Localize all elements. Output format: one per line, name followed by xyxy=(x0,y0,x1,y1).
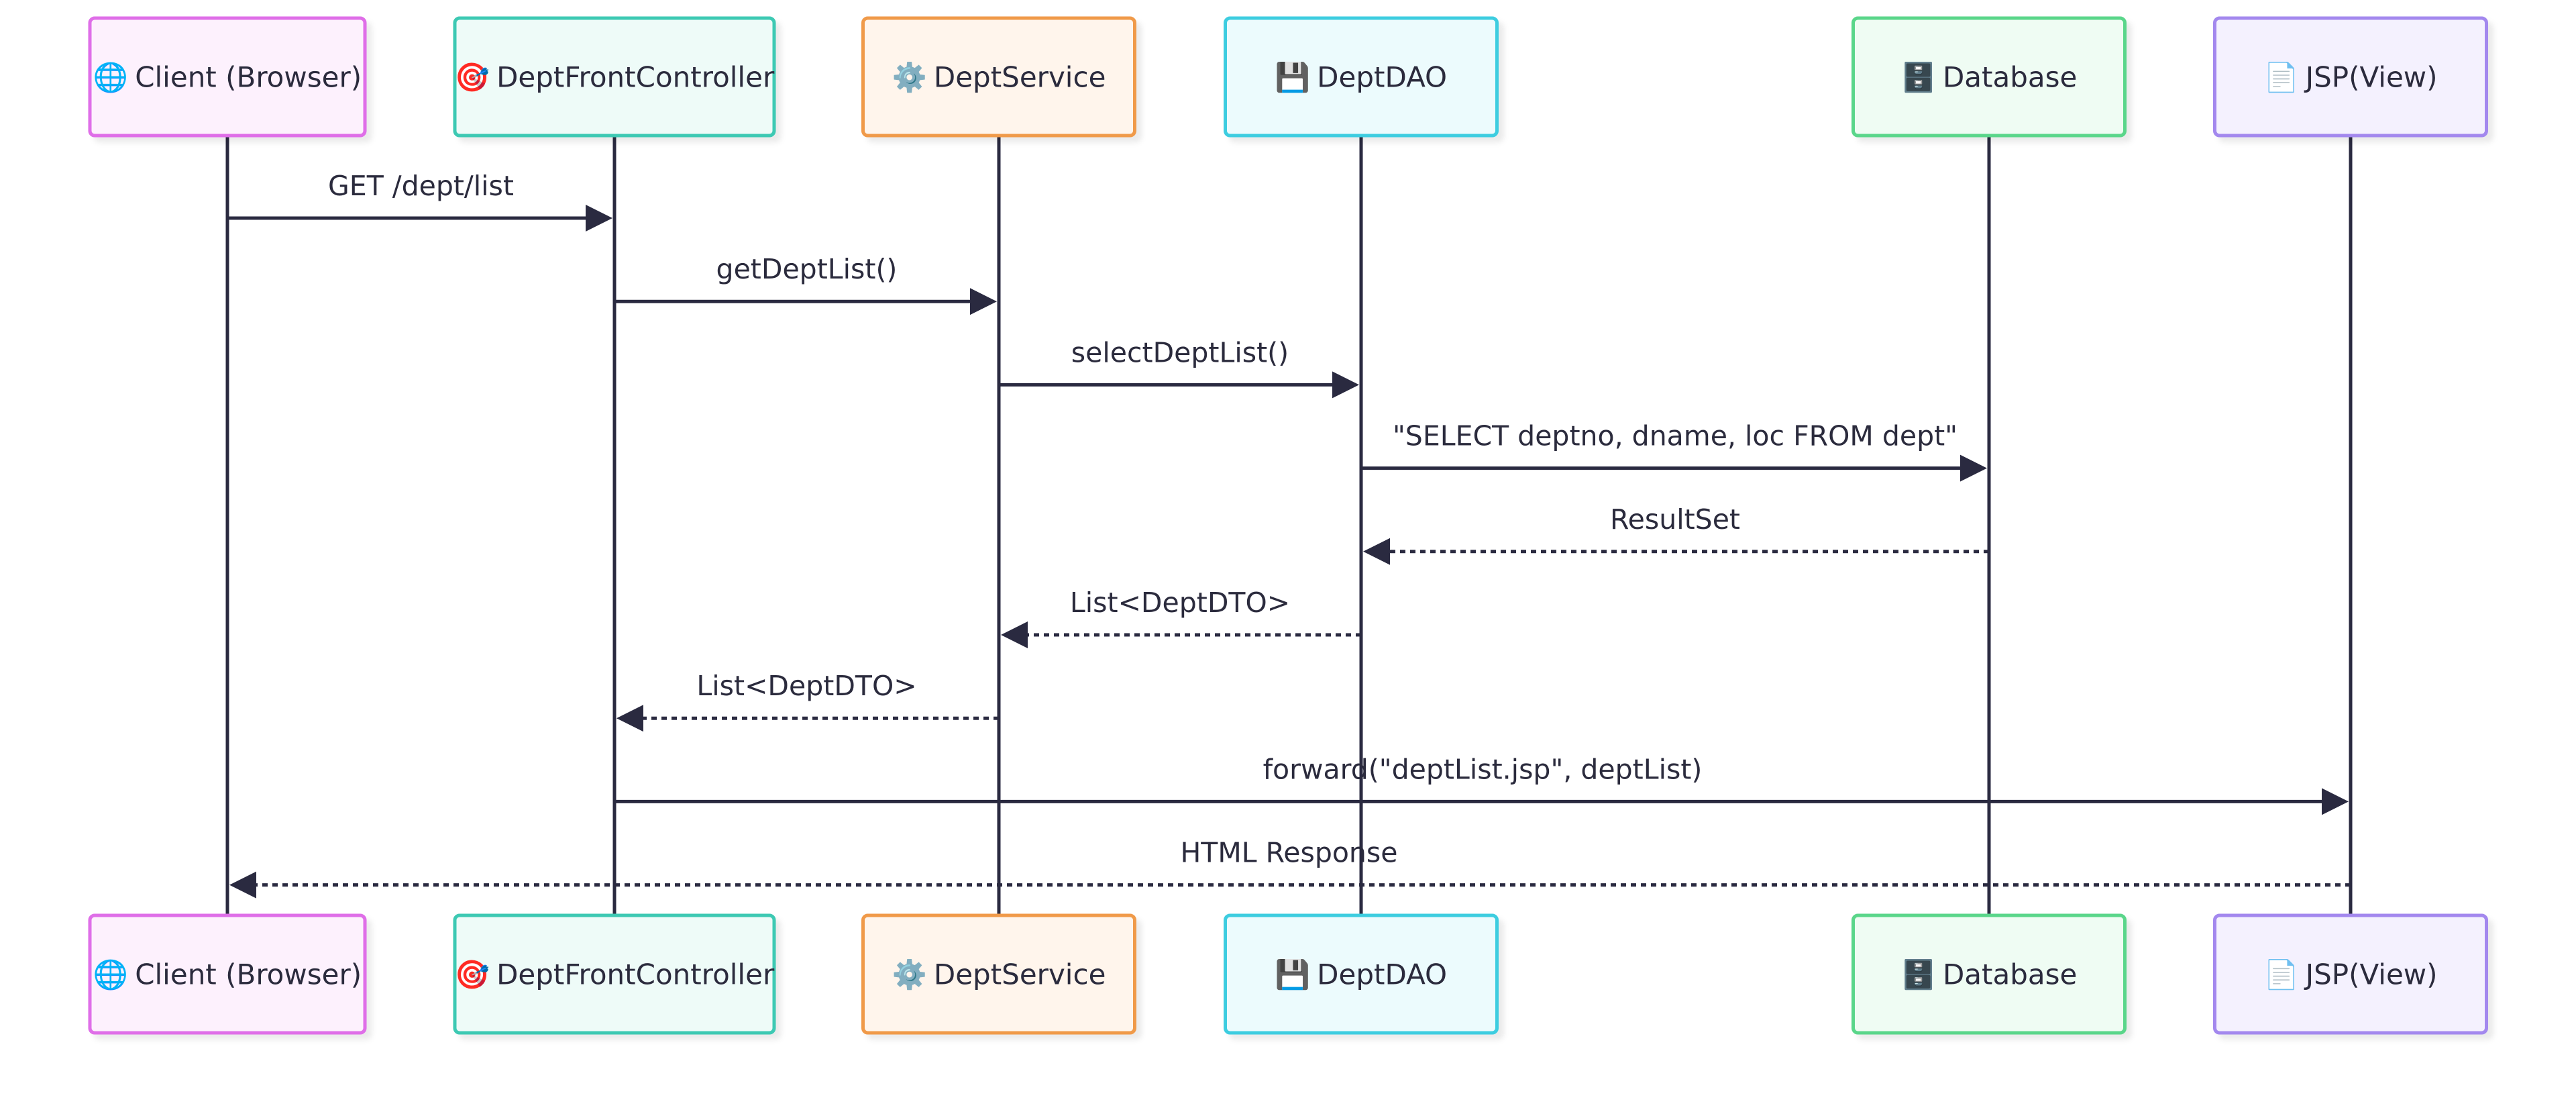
message-2: getDeptList() xyxy=(614,253,997,315)
participant-box xyxy=(1851,913,2127,1035)
globe-icon: 🌐 xyxy=(93,61,128,94)
participant-box xyxy=(88,16,367,138)
gear-icon: ⚙️ xyxy=(892,61,927,94)
message-label: GET /dept/list xyxy=(328,170,514,202)
participant-label: 🎯DeptFrontController xyxy=(455,61,775,94)
floppy-disk-icon: 💾 xyxy=(1275,958,1310,991)
file-cabinet-icon: 🗄️ xyxy=(1901,61,1936,94)
participants-bottom: 🌐Client (Browser)🎯DeptFrontController⚙️D… xyxy=(88,913,2488,1035)
participant-box xyxy=(1851,16,2127,138)
gear-icon: ⚙️ xyxy=(892,958,927,991)
floppy-disk-icon: 💾 xyxy=(1275,61,1310,94)
participant-box xyxy=(861,16,1136,138)
message-label: ResultSet xyxy=(1610,503,1740,536)
participant-database-top: 🗄️Database xyxy=(1851,16,2127,138)
target-icon: 🎯 xyxy=(455,61,490,94)
participant-database-bottom: 🗄️Database xyxy=(1851,913,2127,1035)
participant-service-bottom: ⚙️DeptService xyxy=(861,913,1136,1035)
message-label: selectDeptList() xyxy=(1071,336,1289,368)
messages: GET /dept/list getDeptList() selectDeptLis… xyxy=(227,170,2351,899)
participant-client-top: 🌐Client (Browser) xyxy=(88,16,367,138)
participant-label: 💾DeptDAO xyxy=(1275,61,1447,94)
participant-name: DeptFrontController xyxy=(496,61,775,94)
participant-label: 🌐Client (Browser) xyxy=(93,61,362,94)
participant-name: Database xyxy=(1943,61,2077,94)
message-label: forward("deptList.jsp", deptList) xyxy=(1263,753,1703,785)
message-label: List<DeptDTO> xyxy=(696,670,916,702)
message-9: HTML Response xyxy=(229,837,2351,899)
participant-label: 🎯DeptFrontController xyxy=(455,958,775,991)
participant-box xyxy=(1224,913,1499,1035)
document-icon: 📄 xyxy=(2263,61,2298,94)
globe-icon: 🌐 xyxy=(93,958,128,991)
participant-view-bottom: 📄JSP(View) xyxy=(2213,913,2488,1035)
message-7: List<DeptDTO> xyxy=(616,670,999,732)
participant-box xyxy=(861,913,1136,1035)
message-8: forward("deptList.jsp", deptList) xyxy=(614,753,2349,815)
participant-name: DeptFrontController xyxy=(496,958,775,991)
participant-box xyxy=(453,913,776,1035)
lifelines xyxy=(225,136,2353,915)
participant-name: Client (Browser) xyxy=(135,61,362,94)
participant-name: Database xyxy=(1943,958,2077,991)
message-label: List<DeptDTO> xyxy=(1070,587,1290,619)
participants-top: 🌐Client (Browser)🎯DeptFrontController⚙️D… xyxy=(88,16,2488,138)
participant-label: ⚙️DeptService xyxy=(892,958,1106,991)
message-label: "SELECT deptno, dname, loc FROM dept" xyxy=(1393,420,1957,452)
participant-label: 💾DeptDAO xyxy=(1275,958,1447,991)
message-5: ResultSet xyxy=(1363,503,1989,565)
participant-label: 📄JSP(View) xyxy=(2263,958,2437,991)
participant-label: 🌐Client (Browser) xyxy=(93,958,362,991)
participant-box xyxy=(453,16,776,138)
message-3: selectDeptList() xyxy=(999,336,1359,399)
participant-name: JSP(View) xyxy=(2304,958,2438,991)
message-label: getDeptList() xyxy=(716,253,898,285)
participant-dao-bottom: 💾DeptDAO xyxy=(1224,913,1499,1035)
participant-box xyxy=(88,913,367,1035)
message-4: "SELECT deptno, dname, loc FROM dept" xyxy=(1361,420,1987,482)
target-icon: 🎯 xyxy=(455,958,490,991)
participant-client-bottom: 🌐Client (Browser) xyxy=(88,913,367,1035)
message-1: GET /dept/list xyxy=(227,170,612,232)
file-cabinet-icon: 🗄️ xyxy=(1901,958,1936,991)
participant-controller-bottom: 🎯DeptFrontController xyxy=(453,913,776,1035)
participant-controller-top: 🎯DeptFrontController xyxy=(453,16,776,138)
participant-name: DeptDAO xyxy=(1317,61,1447,94)
participant-label: 📄JSP(View) xyxy=(2263,61,2437,94)
participant-label: 🗄️Database xyxy=(1901,61,2078,94)
participant-box xyxy=(2213,16,2488,138)
participant-view-top: 📄JSP(View) xyxy=(2213,16,2488,138)
participant-name: DeptDAO xyxy=(1317,958,1447,991)
participant-dao-top: 💾DeptDAO xyxy=(1224,16,1499,138)
document-icon: 📄 xyxy=(2263,958,2298,991)
message-6: List<DeptDTO> xyxy=(1001,587,1361,648)
participant-name: DeptService xyxy=(934,958,1106,991)
participant-label: 🗄️Database xyxy=(1901,958,2078,991)
participant-service-top: ⚙️DeptService xyxy=(861,16,1136,138)
participant-name: Client (Browser) xyxy=(135,958,362,991)
participant-name: JSP(View) xyxy=(2304,61,2438,94)
participant-name: DeptService xyxy=(934,61,1106,94)
participant-box xyxy=(2213,913,2488,1035)
message-label: HTML Response xyxy=(1180,837,1397,869)
participant-box xyxy=(1224,16,1499,138)
participant-label: ⚙️DeptService xyxy=(892,61,1106,94)
